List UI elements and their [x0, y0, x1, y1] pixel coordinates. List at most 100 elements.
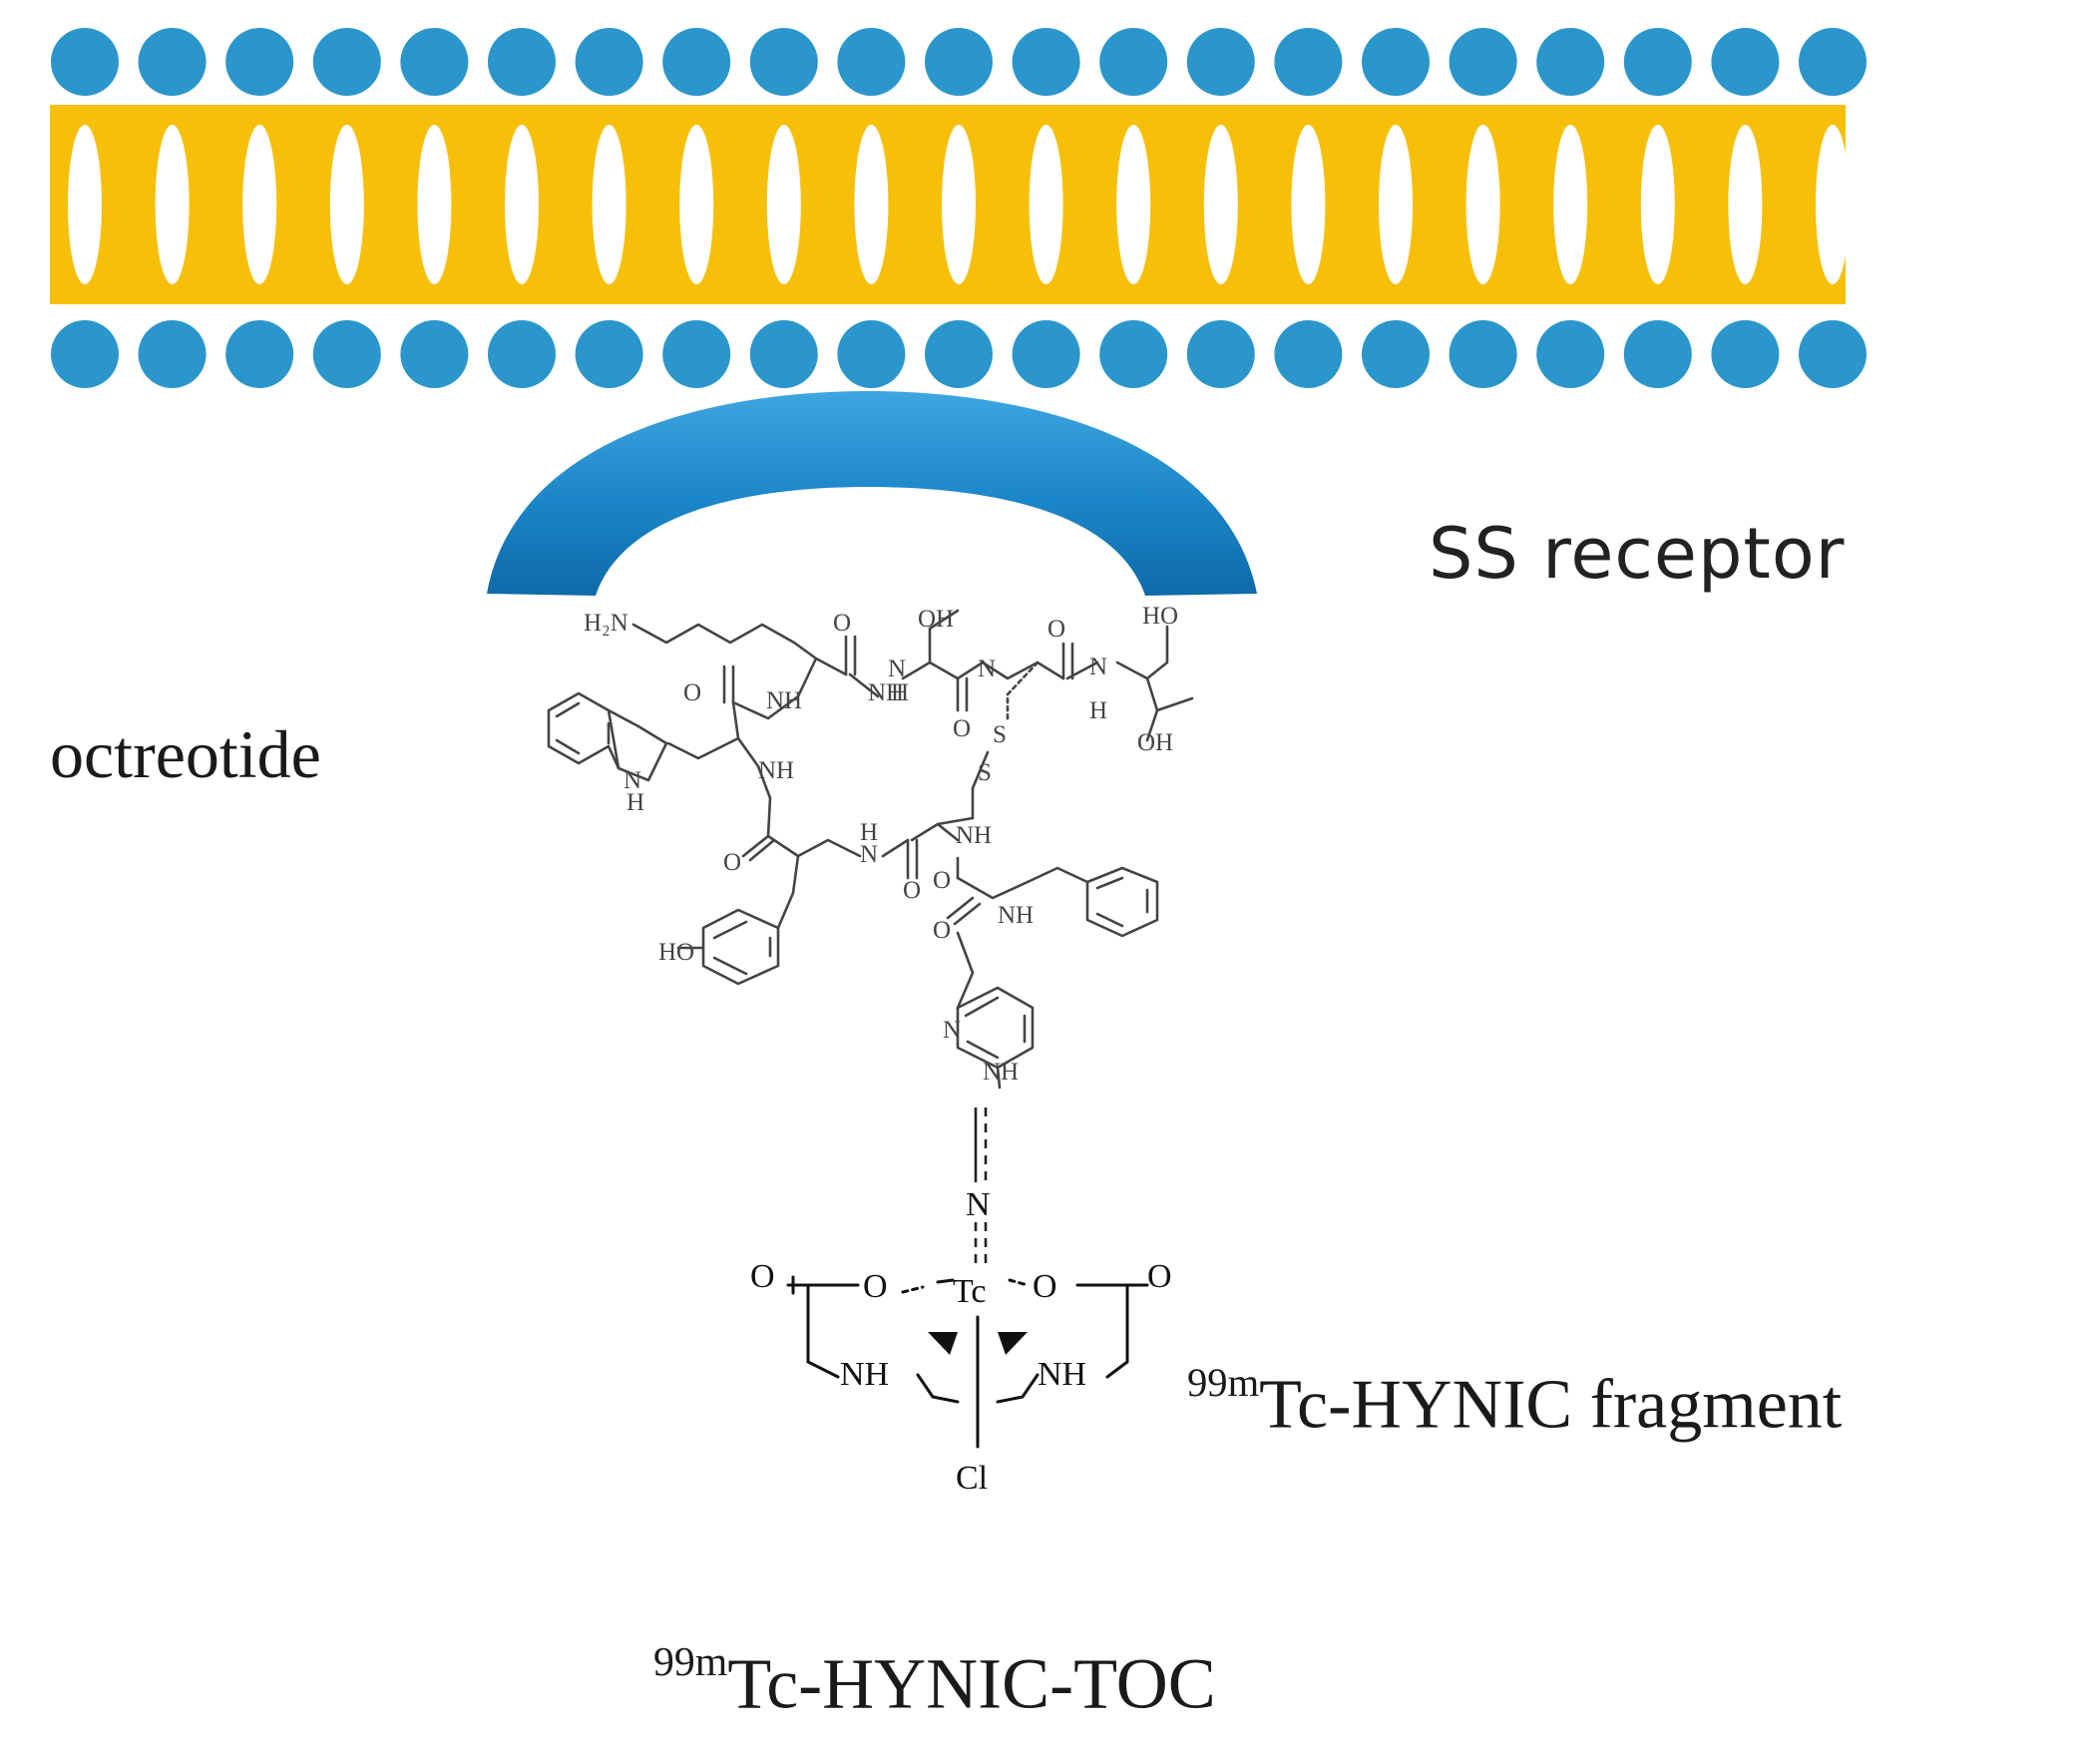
atom-h2n: H₂N [584, 610, 628, 637]
lipid-tail-gap [592, 125, 626, 284]
lipid-head [925, 28, 993, 96]
lipid-head [1099, 320, 1168, 388]
atom-ho: HO [1142, 603, 1178, 630]
atom-h: H [626, 789, 644, 816]
lipid-head [1186, 28, 1255, 96]
lipid-head [575, 28, 643, 96]
lipid-tail-gap [1116, 125, 1151, 284]
lipid-head [1186, 320, 1255, 388]
atom-o: O [933, 917, 951, 944]
receptor-arc [487, 391, 1257, 596]
lipid-tail-gap [1465, 125, 1500, 284]
octreotide-bonds [547, 609, 1194, 1090]
atom-n: N [624, 767, 641, 794]
lipid-head [1536, 320, 1605, 388]
wedge-bonds [928, 1332, 1028, 1355]
compound-name: Tc-HYNIC-TOC [727, 1643, 1216, 1724]
atom-nh: NH [868, 679, 904, 706]
atom-h: H [891, 679, 909, 706]
lipid-tail-gap [854, 125, 889, 284]
lipid-head [1711, 28, 1780, 96]
atom-o: O [863, 1268, 888, 1305]
atom-o: O [953, 715, 971, 742]
atom-s: S [978, 759, 992, 786]
tc-complex-atom-labels: N O O Tc O O NH NH Cl [750, 1186, 1172, 1497]
atom-o: O [1047, 616, 1065, 643]
lipid-head [400, 28, 469, 96]
lipid-head [400, 320, 469, 388]
technetium-atom: Tc [953, 1273, 987, 1310]
lipid-head [1799, 320, 1867, 388]
atom-nh: NH [1038, 1356, 1086, 1393]
lipid-tail-gap [1816, 125, 1850, 284]
lipid-head [312, 320, 381, 388]
lipid-head [1799, 28, 1867, 96]
chlorine-atom: Cl [956, 1460, 988, 1497]
atom-nh: NH [766, 687, 802, 714]
octreotide-atom-labels: H₂N O NH N H OH O N O N H HO OH O NH S S… [584, 603, 1178, 1086]
atom-o: O [1033, 1268, 1057, 1305]
ss-receptor-shape [487, 391, 1257, 596]
lipid-bilayer-membrane [50, 28, 1867, 388]
lipid-head [1274, 28, 1343, 96]
lipid-tail-gap [417, 125, 452, 284]
atom-n: N [966, 1186, 991, 1223]
lipid-head [225, 320, 294, 388]
lipid-head [1012, 28, 1080, 96]
lipid-tail-gap [1640, 125, 1675, 284]
lipid-tail-gap [766, 125, 801, 284]
atom-nh: NH [956, 822, 992, 849]
isotope-superscript: 99m [1187, 1360, 1260, 1405]
fragment-name: Tc-HYNIC fragment [1259, 1366, 1843, 1444]
lipid-head [837, 320, 906, 388]
lipid-tail-gap [679, 125, 714, 284]
lipid-tail-layer [50, 105, 1850, 304]
octreotide-label: octreotide [50, 716, 321, 792]
atom-ho: HO [658, 939, 694, 966]
atom-o: O [750, 1258, 775, 1295]
lipid-head [138, 320, 207, 388]
ss-receptor-label: SS receptor [1429, 513, 1846, 595]
tc-hynic-fragment-label: 99mTc-HYNIC fragment [1187, 1360, 1843, 1444]
lipid-head [488, 28, 556, 96]
lipid-tail-gap [505, 125, 539, 284]
lipid-head [51, 28, 119, 96]
atom-n: N [943, 1017, 961, 1044]
lipid-head [1099, 28, 1168, 96]
lipid-tail-gap [242, 125, 277, 284]
atom-nh: NH [983, 1059, 1019, 1086]
atom-n: N [978, 656, 996, 682]
atom-n: N [1089, 654, 1107, 680]
lipid-tail-gap [1728, 125, 1763, 284]
lipid-tail-gap [1553, 125, 1588, 284]
lipid-head [1623, 320, 1692, 388]
atom-o: O [683, 679, 701, 706]
lipid-head [1362, 320, 1430, 388]
lipid-head [575, 320, 643, 388]
tc-complex-bonds [786, 1275, 1149, 1449]
lipid-head [749, 320, 818, 388]
lipid-head [749, 28, 818, 96]
lipid-head [225, 28, 294, 96]
atom-nh: NH [840, 1356, 889, 1393]
lipid-head [1012, 320, 1080, 388]
atom-oh: OH [918, 606, 954, 633]
atom-n: N [888, 656, 906, 682]
lipid-head [51, 320, 119, 388]
lipid-head [662, 28, 731, 96]
atom-o: O [833, 610, 851, 637]
atom-oh: OH [1137, 729, 1173, 756]
lipid-tail-gap [68, 125, 102, 284]
lipid-head [925, 320, 993, 388]
lipid-tail-gap [1203, 125, 1238, 284]
atom-o: O [903, 877, 921, 904]
atom-nh: NH [998, 902, 1034, 929]
isotope-superscript: 99m [653, 1639, 728, 1685]
compound-name-label: 99mTc-HYNIC-TOC [653, 1639, 1216, 1719]
atom-s: S [993, 721, 1007, 748]
lipid-head [1536, 28, 1605, 96]
atom-nh: NH [758, 757, 794, 784]
lipid-head [138, 28, 207, 96]
atom-n: N [860, 841, 878, 868]
